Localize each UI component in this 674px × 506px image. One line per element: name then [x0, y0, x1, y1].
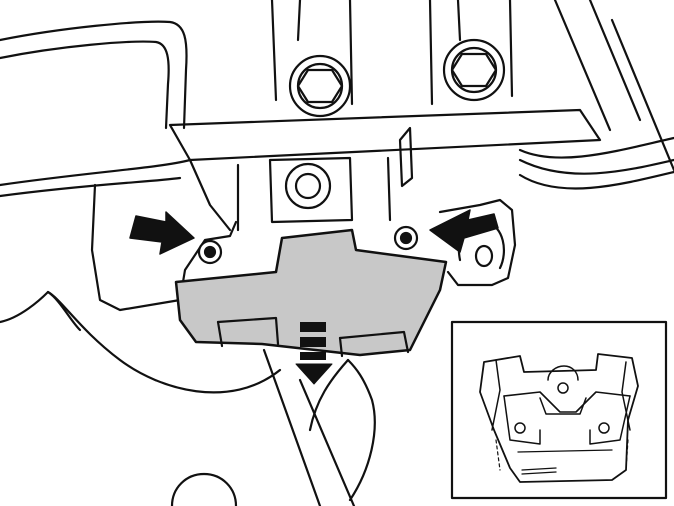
upper-bolt-right — [442, 38, 506, 102]
bottom-circle-fragment — [170, 472, 238, 506]
right-nut — [393, 225, 419, 251]
pry-tool — [262, 348, 376, 506]
arrow-pointing-right-icon — [129, 211, 195, 255]
upper-bolt-left — [288, 54, 352, 118]
dashed-arrow-pointing-down-icon — [295, 322, 333, 385]
center-bolt — [284, 162, 332, 210]
target-module — [174, 228, 448, 358]
inset-detail-view — [450, 320, 668, 500]
left-nut — [197, 239, 223, 265]
arrow-pointing-left-icon — [429, 209, 499, 253]
housing-outline — [0, 0, 674, 232]
